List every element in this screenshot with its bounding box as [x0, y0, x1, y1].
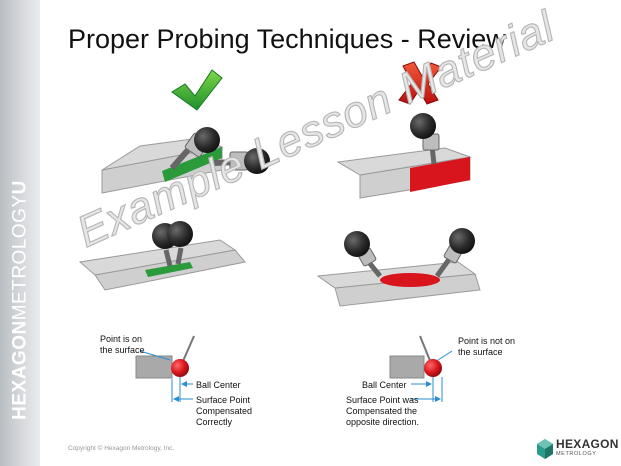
brand-sidebar: HEXAGONMETROLOGYU [0, 0, 40, 466]
label-point-not-on-surface: Point is not on the surface [458, 336, 516, 357]
label-point-on-surface: Point is on the surface [100, 334, 145, 355]
label-ball-center-left: Ball Center [196, 380, 241, 390]
correct-probe-diagram-2 [78, 221, 246, 291]
hexagon-logo-icon [537, 439, 553, 459]
label-surface-point-left: Surface Point Compensated Correctly [196, 395, 253, 427]
incorrect-probe-diagram-2 [316, 228, 481, 307]
brand-part-u: U [9, 180, 31, 195]
logo-name: HEXAGON [556, 437, 619, 451]
green-checkmark-icon [171, 69, 223, 111]
brand-part-metrology: METROLOGY [9, 194, 31, 321]
hexagon-logo: HEXAGON METROLOGY [536, 436, 619, 464]
compensation-diagram-right [389, 335, 453, 402]
brand-part-hexagon: HEXAGON [9, 320, 31, 420]
probing-illustrations [78, 61, 481, 402]
correct-probe-diagram-1 [101, 127, 270, 194]
slide-title: Proper Probing Techniques - Review [68, 24, 506, 54]
sidebar-brand: HEXAGONMETROLOGYU [9, 180, 31, 420]
label-surface-point-right: Surface Point was Compensated the opposi… [346, 395, 420, 427]
label-ball-center-right: Ball Center [362, 380, 407, 390]
copyright-text: Copyright © Hexagon Metrology, Inc. [68, 445, 175, 452]
red-x-icon [398, 61, 442, 105]
compensation-diagram-left [135, 335, 195, 402]
incorrect-probe-diagram-1 [336, 113, 472, 199]
logo-sub: METROLOGY [556, 451, 597, 457]
